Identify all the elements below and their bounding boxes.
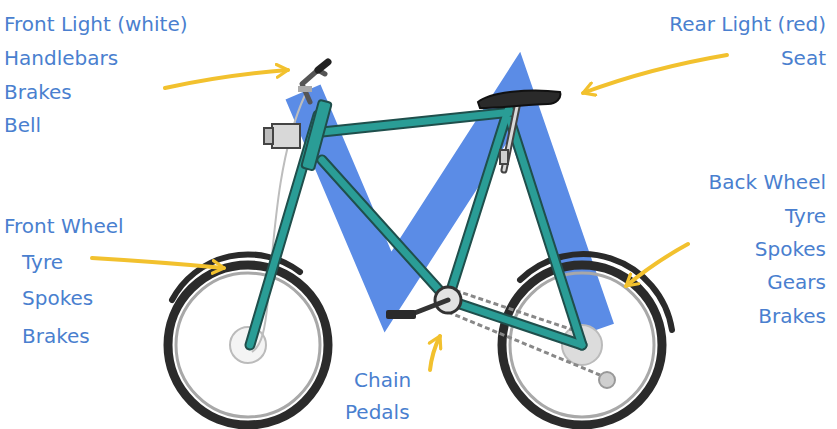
seat (478, 90, 560, 108)
part-label: Bell (4, 113, 41, 137)
part-label: Pedals (345, 400, 410, 424)
part-label: Gears (767, 270, 826, 294)
front-light (264, 124, 300, 148)
part-label: Rear Light (red) (669, 12, 826, 36)
head-tube (301, 100, 332, 171)
part-label: Brakes (758, 304, 826, 328)
bell (298, 86, 312, 92)
pedal (386, 310, 416, 319)
handlebar-grip (318, 62, 328, 70)
frame (250, 104, 582, 345)
part-label: Spokes (22, 286, 93, 310)
part-label: Front Wheel (4, 214, 124, 238)
part-label: Front Light (white) (4, 12, 188, 36)
part-label: Back Wheel (708, 170, 826, 194)
front-mudguard (172, 254, 300, 300)
crank (386, 287, 461, 319)
part-label: Tyre (22, 250, 63, 274)
blue-band (303, 92, 596, 330)
part-label: Seat (781, 46, 826, 70)
leader-arrows (92, 55, 727, 370)
part-label: Tyre (785, 204, 826, 228)
part-label: Chain (354, 368, 411, 392)
part-label: Brakes (4, 80, 72, 104)
rear-light (500, 150, 508, 164)
part-label: Brakes (22, 324, 90, 348)
derailleur (599, 372, 615, 388)
part-label: Handlebars (4, 46, 118, 70)
part-label: Spokes (755, 237, 826, 261)
